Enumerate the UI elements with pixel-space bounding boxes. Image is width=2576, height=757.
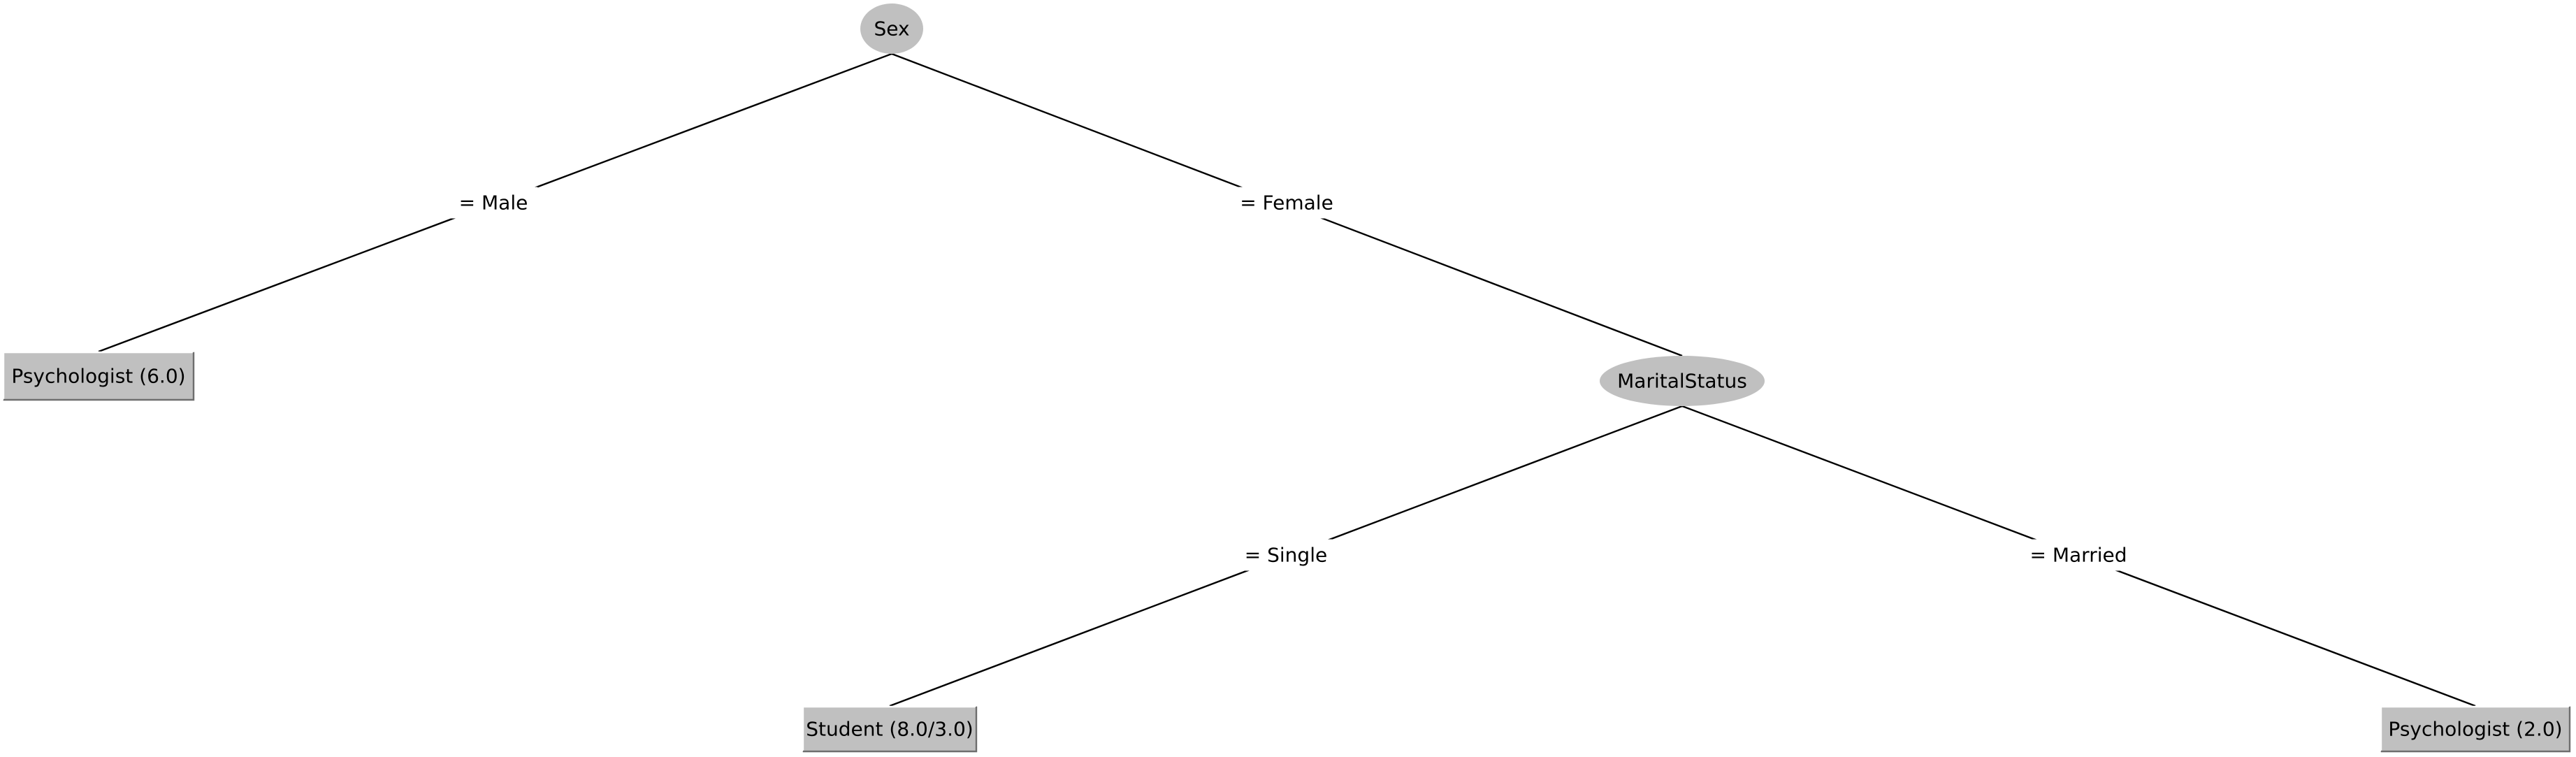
- edge-single-label-group: = Single: [1234, 539, 1338, 571]
- marital-attribute-node: MaritalStatus: [1600, 356, 1765, 406]
- edges-layer: [98, 52, 2476, 707]
- leaf-single-box: [802, 706, 977, 752]
- leaf-married-node: Psychologist (2.0): [2380, 705, 2571, 753]
- edge-male-label-group: = Male: [449, 187, 538, 219]
- edge-female-label-bg: [1230, 187, 1343, 219]
- marital-ellipse: [1600, 356, 1765, 406]
- sex-ellipse: [860, 3, 923, 54]
- edge-single-label-bg: [1234, 539, 1338, 571]
- leaf-single-label: Student (8.0/3.0): [806, 718, 973, 741]
- edge-male-label: = Male: [459, 192, 528, 215]
- leaf-married-label: Psychologist (2.0): [2388, 718, 2562, 741]
- leaf-male-node: Psychologist (6.0): [2, 351, 195, 401]
- sex-label: Sex: [874, 17, 909, 41]
- sex-attribute-node: Sex: [860, 3, 923, 54]
- leaf-single-node: Student (8.0/3.0): [802, 705, 978, 753]
- leaf-married-bevel-highlight: [2380, 705, 2570, 751]
- edge-female-label: = Female: [1240, 192, 1333, 215]
- edge-married-label-group: = Married: [2020, 539, 2137, 571]
- leaf-single-bevel-shadow: [803, 707, 978, 753]
- leaf-male-bevel-highlight: [2, 351, 194, 400]
- edge-married-label: = Married: [2030, 544, 2127, 567]
- edge-labels-layer: = Male = Female = Single = Married: [449, 187, 2137, 571]
- leaf-male-box: [3, 352, 194, 401]
- marital-label: MaritalStatus: [1617, 370, 1747, 393]
- leaf-male-label: Psychologist (6.0): [11, 365, 185, 388]
- leaf-married-box: [2380, 706, 2570, 752]
- leaf-single-bevel-highlight: [802, 705, 976, 751]
- edge-married-label-bg: [2020, 539, 2137, 571]
- leaf-male-bevel-shadow: [3, 352, 195, 401]
- edge-female-label-group: = Female: [1230, 187, 1343, 219]
- leaf-married-bevel-shadow: [2381, 707, 2571, 753]
- edge-male-label-bg: [449, 187, 538, 219]
- edge-single-label: = Single: [1245, 544, 1327, 567]
